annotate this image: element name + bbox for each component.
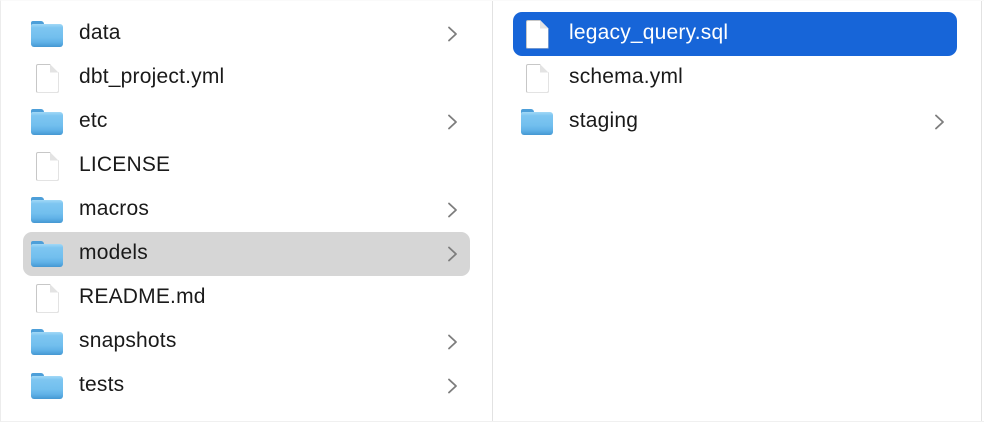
folder-icon-glyph <box>31 329 63 355</box>
folder-icon <box>31 106 63 138</box>
finder-column-child: legacy_query.sql schema.yml staging <box>493 1 982 421</box>
file-row-LICENSE[interactable]: LICENSE <box>23 144 470 188</box>
column-resize-handle[interactable] <box>492 1 493 421</box>
document-icon-glyph <box>36 64 59 93</box>
folder-icon-glyph <box>31 373 63 399</box>
item-label: README.md <box>79 285 206 308</box>
folder-row-tests[interactable]: tests <box>23 364 470 408</box>
folder-row-snapshots[interactable]: snapshots <box>23 320 470 364</box>
folder-row-etc[interactable]: etc <box>23 100 470 144</box>
file-row-dbt_project.yml[interactable]: dbt_project.yml <box>23 56 470 100</box>
folder-icon-glyph <box>31 241 63 267</box>
item-label: tests <box>79 373 125 396</box>
document-icon <box>521 62 553 94</box>
chevron-right-icon <box>447 113 458 131</box>
folder-icon <box>521 106 553 138</box>
file-list-right: legacy_query.sql schema.yml staging <box>493 12 981 144</box>
item-label: data <box>79 21 121 44</box>
item-label: models <box>79 241 148 264</box>
folder-row-staging[interactable]: staging <box>513 100 957 144</box>
chevron-right-icon <box>447 25 458 43</box>
item-label: LICENSE <box>79 153 171 176</box>
document-icon-glyph <box>526 20 549 49</box>
document-icon <box>31 282 63 314</box>
file-row-README.md[interactable]: README.md <box>23 276 470 320</box>
chevron-right-icon <box>447 201 458 219</box>
item-label: legacy_query.sql <box>569 21 729 44</box>
item-label: snapshots <box>79 329 177 352</box>
item-label: staging <box>569 109 639 132</box>
document-icon <box>521 18 553 50</box>
folder-icon-glyph <box>521 109 553 135</box>
document-icon <box>31 62 63 94</box>
file-row-schema.yml[interactable]: schema.yml <box>513 56 957 100</box>
item-label: dbt_project.yml <box>79 65 225 88</box>
folder-icon <box>31 370 63 402</box>
chevron-right-icon <box>447 377 458 395</box>
document-icon-glyph <box>526 64 549 93</box>
chevron-right-icon <box>447 245 458 263</box>
document-icon-glyph <box>36 152 59 181</box>
document-icon-glyph <box>36 284 59 313</box>
chevron-right-icon <box>934 113 945 131</box>
item-label: schema.yml <box>569 65 684 88</box>
document-icon <box>31 150 63 182</box>
folder-icon <box>31 326 63 358</box>
folder-icon-glyph <box>31 197 63 223</box>
folder-row-macros[interactable]: macros <box>23 188 470 232</box>
folder-icon <box>31 238 63 270</box>
folder-row-data[interactable]: data <box>23 12 470 56</box>
item-label: etc <box>79 109 108 132</box>
folder-icon <box>31 18 63 50</box>
folder-icon <box>31 194 63 226</box>
chevron-right-icon <box>447 333 458 351</box>
file-row-legacy_query.sql[interactable]: legacy_query.sql <box>513 12 957 56</box>
folder-icon-glyph <box>31 109 63 135</box>
item-label: macros <box>79 197 150 220</box>
folder-icon-glyph <box>31 21 63 47</box>
folder-row-models[interactable]: models <box>23 232 470 276</box>
